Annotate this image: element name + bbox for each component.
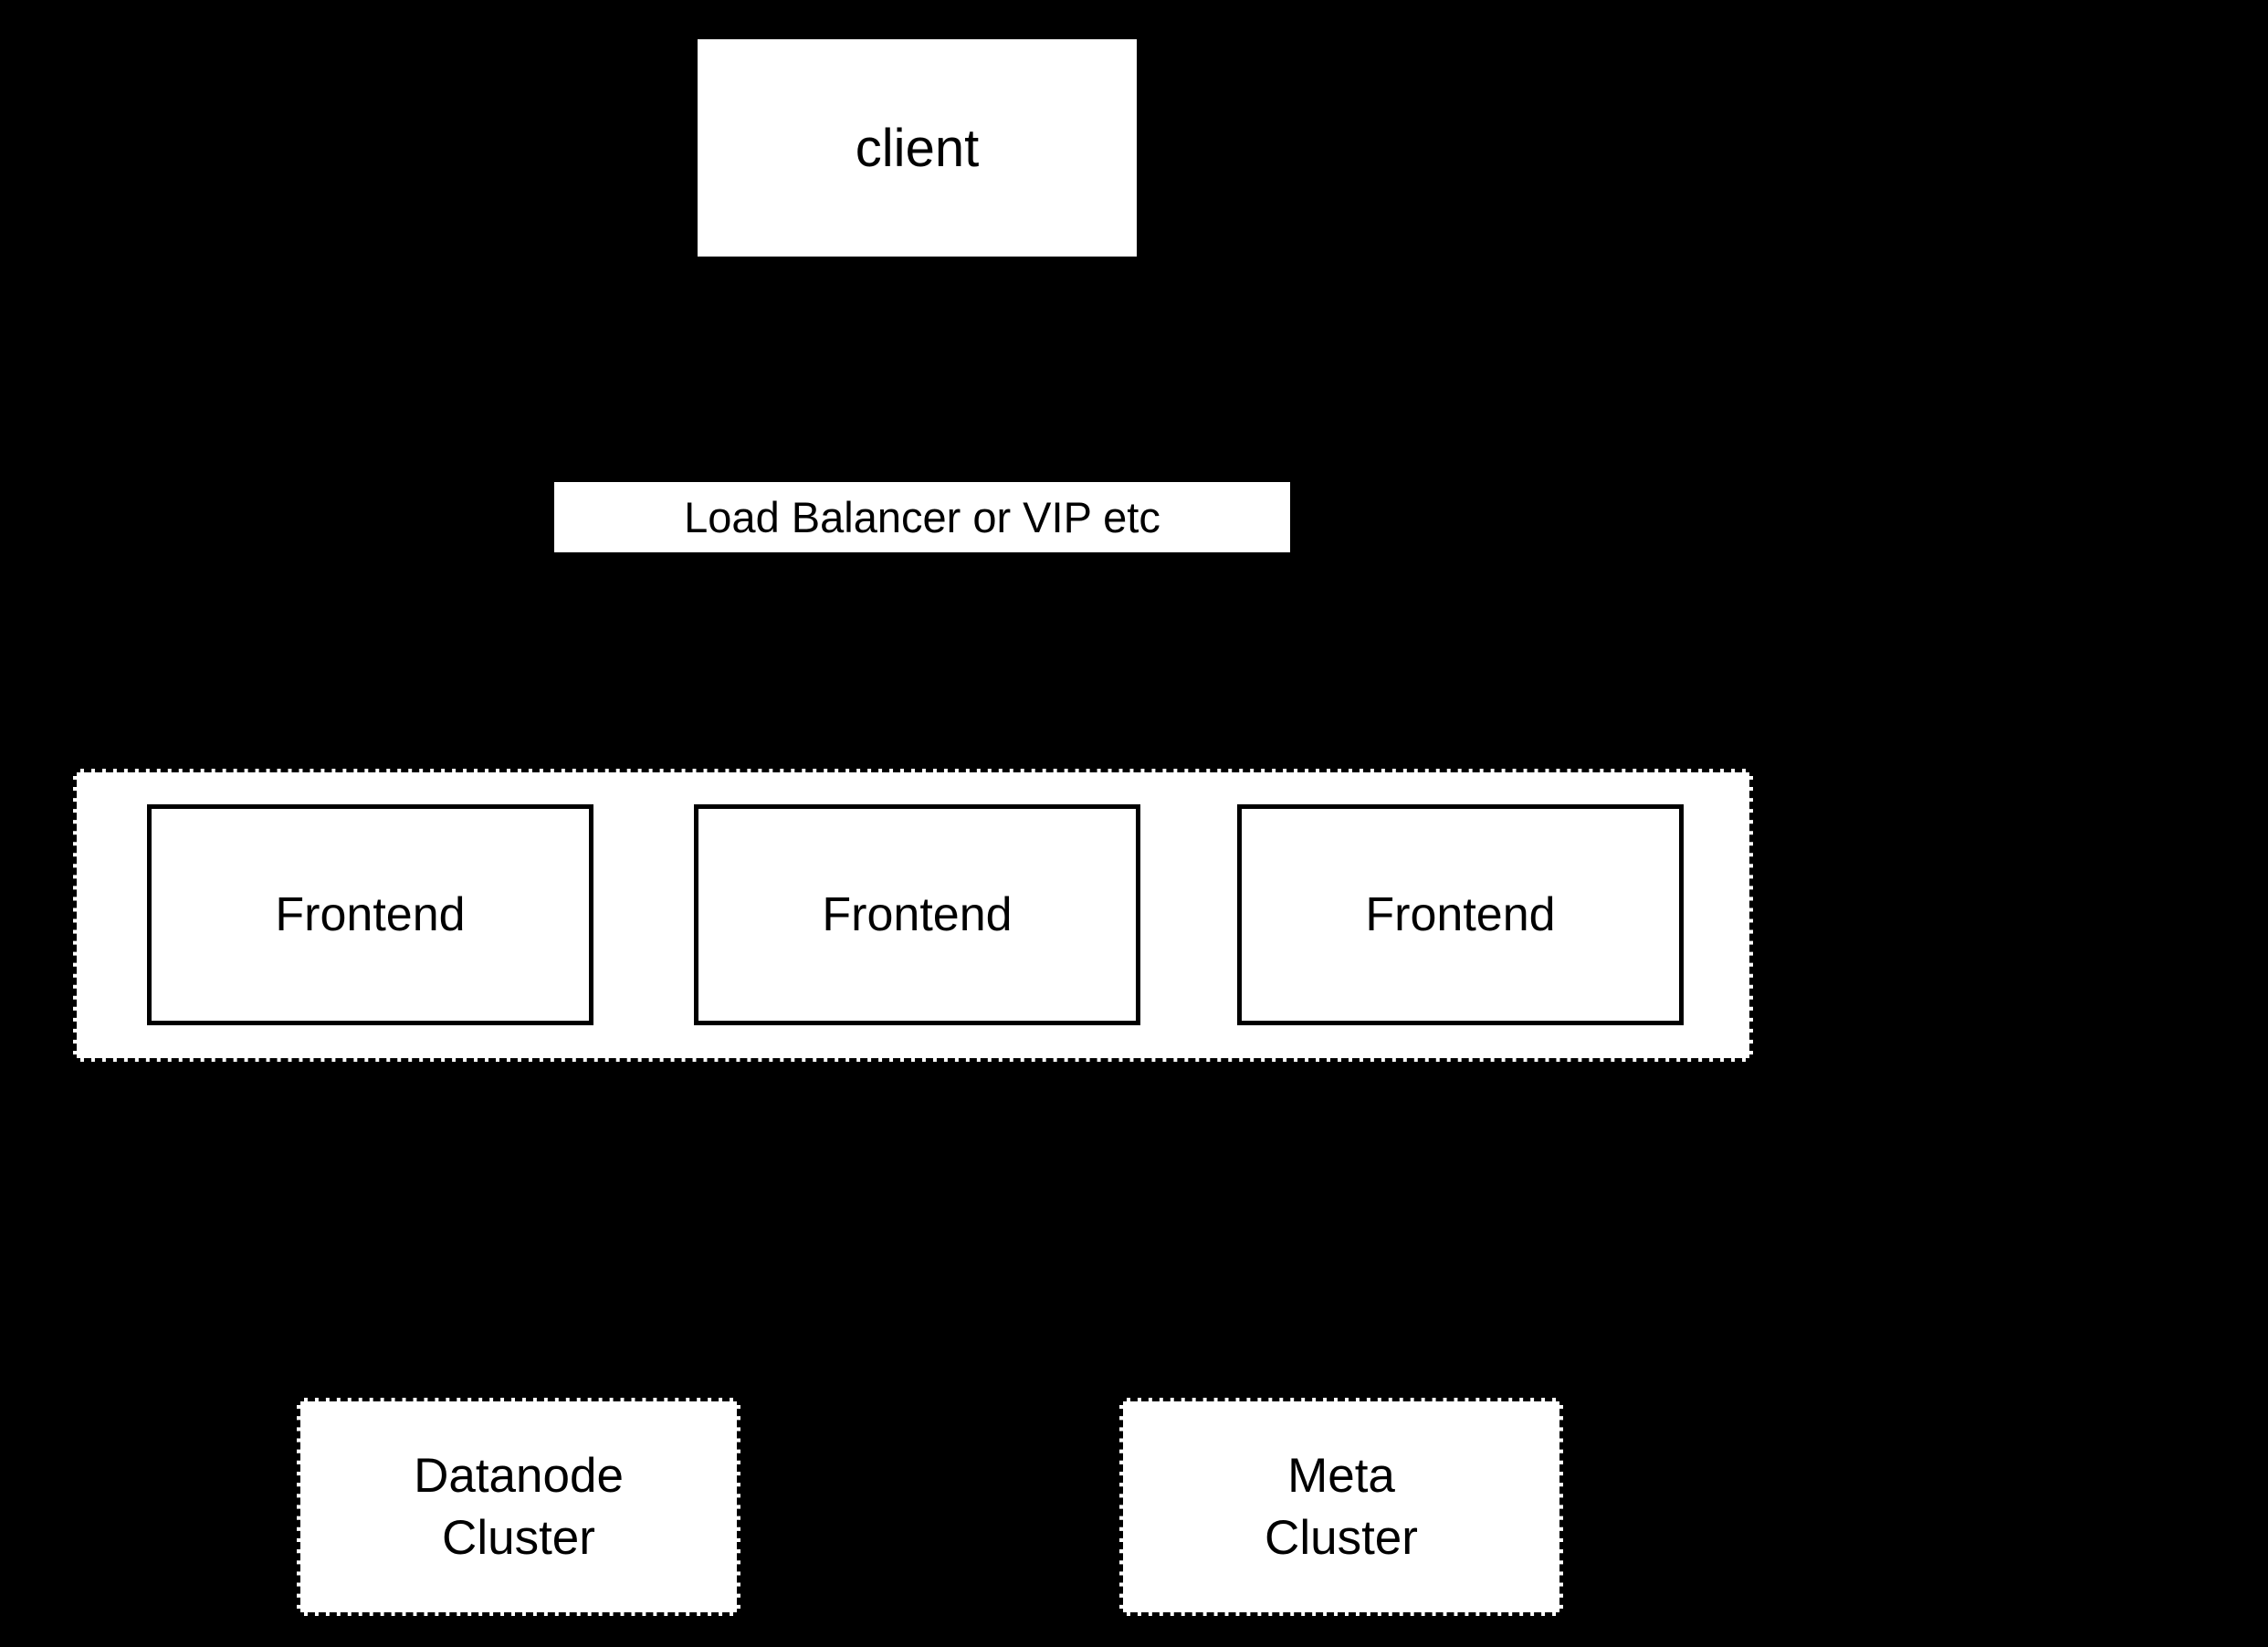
meta-cluster-label-line1: Meta [1287, 1448, 1395, 1503]
load-balancer-node: Load Balancer or VIP etc [554, 482, 1290, 552]
frontend-node-2: Frontend [694, 804, 1140, 1025]
meta-cluster-label-line2: Cluster [1265, 1510, 1418, 1565]
frontend-2-label: Frontend [822, 888, 1013, 941]
meta-cluster-node: Meta Cluster [1119, 1398, 1563, 1616]
client-node: client [698, 39, 1137, 257]
frontend-3-label: Frontend [1365, 888, 1556, 941]
client-label: client [855, 118, 980, 178]
frontend-node-1: Frontend [147, 804, 593, 1025]
datanode-cluster-label-line2: Cluster [442, 1510, 595, 1565]
datanode-cluster-label-line1: Datanode [414, 1448, 624, 1503]
datanode-cluster-node: Datanode Cluster [297, 1398, 740, 1616]
frontend-node-3: Frontend [1237, 804, 1684, 1025]
frontend-1-label: Frontend [275, 888, 466, 941]
load-balancer-label: Load Balancer or VIP etc [684, 493, 1160, 541]
frontend-group-container: Frontend Frontend Frontend [73, 769, 1753, 1062]
